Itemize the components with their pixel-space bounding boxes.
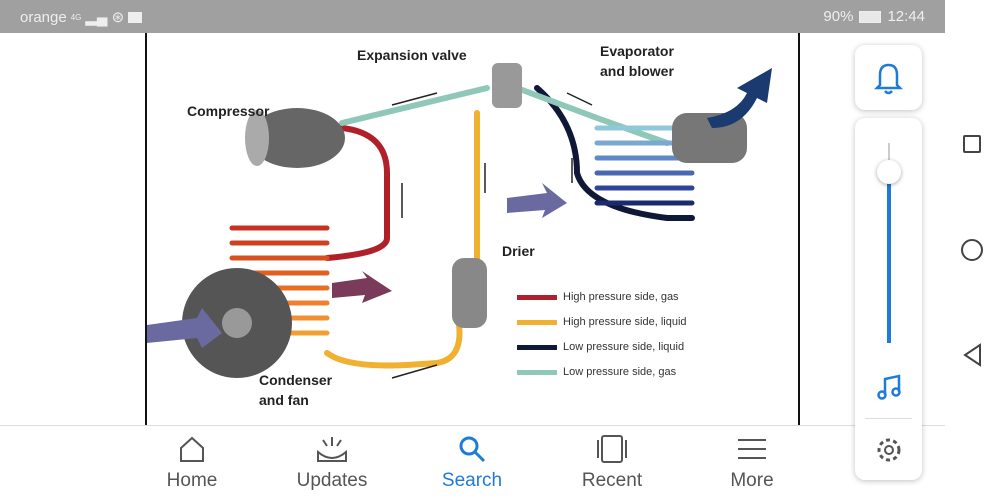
volume-fill [887,173,891,343]
compressor-shape [249,108,345,168]
bell-icon [873,63,904,95]
home-button[interactable] [961,239,983,261]
label-compressor: Compressor [187,103,270,119]
back-button[interactable] [962,343,984,367]
nav-recent[interactable]: Recent [562,434,662,492]
bluetooth-icon: ⊛ [111,9,125,26]
mail-icon [128,11,143,23]
bottom-nav: Home Updates Search Recent More [0,425,945,500]
settings-gear-icon[interactable] [875,436,903,464]
label-condenser: Condenser and fan [259,372,333,408]
recents-button[interactable] [963,135,981,153]
nav-more[interactable]: More [702,434,802,492]
ac-diagram-image: Expansion valve Evaporator and blower Co… [145,33,800,425]
drier-shape [452,258,487,328]
nav-updates[interactable]: Updates [282,434,382,492]
legend-item: Low pressure side, gas [517,366,676,378]
recent-icon [597,435,627,463]
ringer-button[interactable] [855,45,922,110]
home-icon [180,436,204,462]
valve-shape [492,63,522,108]
pipe-low-liquid [534,85,695,221]
volume-slider-thumb[interactable] [877,160,901,184]
signal-icon: ▂▄ [85,9,108,26]
network-type: 4G [70,12,82,22]
updates-icon [317,437,347,462]
label-expansion-valve: Expansion valve [357,47,467,63]
search-icon [459,436,486,463]
diagram-graphic [147,63,772,379]
battery-percent: 90% [823,8,854,25]
content-area: Expansion valve Evaporator and blower Co… [0,33,945,425]
nav-search[interactable]: Search [422,434,522,492]
battery-icon [859,10,882,23]
pipe-high-liquid [324,110,480,369]
blower-shape [672,113,747,163]
legend-item: High pressure side, gas [517,291,679,303]
volume-panel [855,118,922,480]
carrier: orange [20,8,67,26]
menu-icon [738,439,766,459]
legend-item: Low pressure side, liquid [517,341,684,353]
label-evaporator: Evaporator and blower [600,43,674,79]
pipe-high-gas [324,125,390,261]
label-drier: Drier [502,243,535,259]
clock: 12:44 [887,8,925,25]
pipe-low-gas [339,85,670,146]
music-note-icon [877,374,901,400]
legend-item: High pressure side, liquid [517,316,687,328]
system-nav-bar [945,0,1000,500]
nav-home[interactable]: Home [142,434,242,492]
